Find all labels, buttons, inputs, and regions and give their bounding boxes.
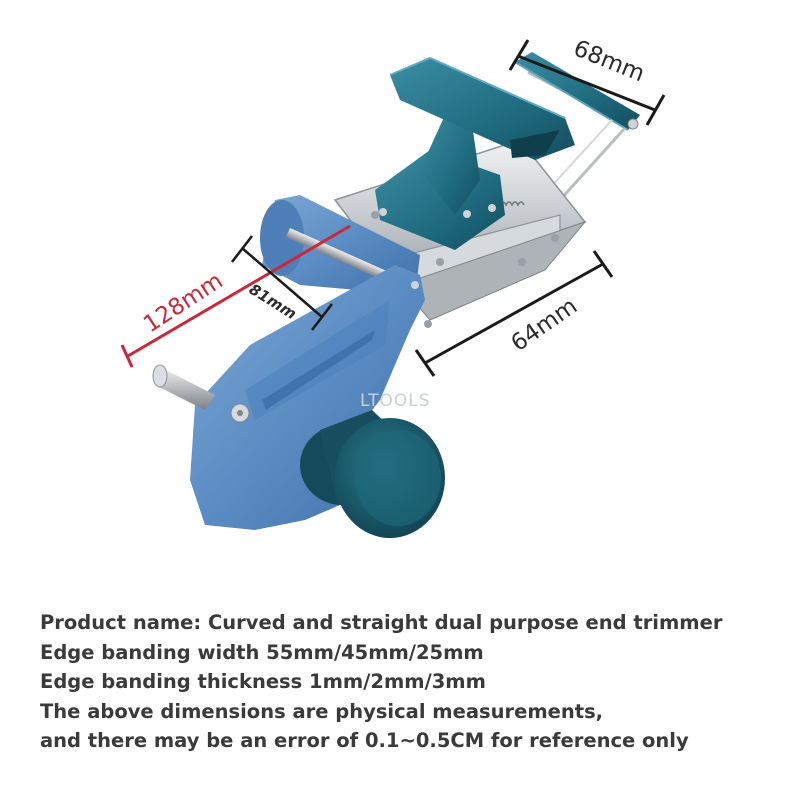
description-line-measurement-note: The above dimensions are physical measur… xyxy=(40,699,604,723)
product-description: Product name: Curved and straight dual p… xyxy=(40,608,790,756)
description-line-banding-thickness: Edge banding thickness 1mm/2mm/3mm xyxy=(40,670,486,693)
dimension-label-overall-length: 128mm xyxy=(139,268,228,338)
top-roller xyxy=(514,52,640,202)
side-rod xyxy=(152,364,215,410)
t-handle xyxy=(375,56,575,250)
dimension-label-side-length: 64mm xyxy=(507,293,583,357)
watermark-text: LTOOLS xyxy=(360,391,431,411)
adjust-knob xyxy=(300,410,445,538)
main-body xyxy=(190,265,425,530)
product-photo: LTOOLS 68mm 64mm 128mm 81mm xyxy=(120,35,666,538)
description-line-product-name: Product name: Curved and straight dual p… xyxy=(40,611,723,634)
description-line-error-note: and there may be an error of 0.1~0.5CM f… xyxy=(40,729,689,752)
description-line-banding-width: Edge banding width 55mm/45mm/25mm xyxy=(40,640,484,664)
dimension-label-inner-length: 81mm xyxy=(246,280,300,323)
